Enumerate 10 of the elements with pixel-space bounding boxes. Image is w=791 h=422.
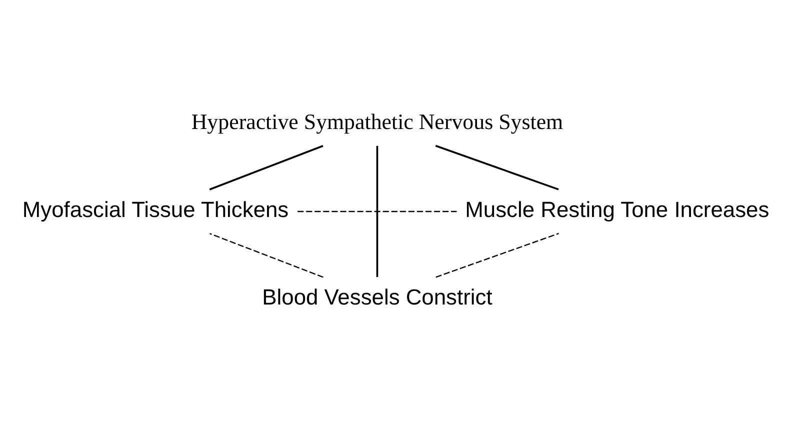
connector [435,144,559,190]
connector [376,145,378,277]
connector [210,232,324,278]
node-text: Blood Vessels Constrict [262,284,492,310]
connector [298,210,457,212]
node-text: Myofascial Tissue Thickens [22,196,289,222]
node-text: Hyperactive Sympathetic Nervous System [191,108,564,134]
node-text: Muscle Resting Tone Increases [465,196,770,222]
connector [436,232,559,278]
connector [209,144,324,190]
